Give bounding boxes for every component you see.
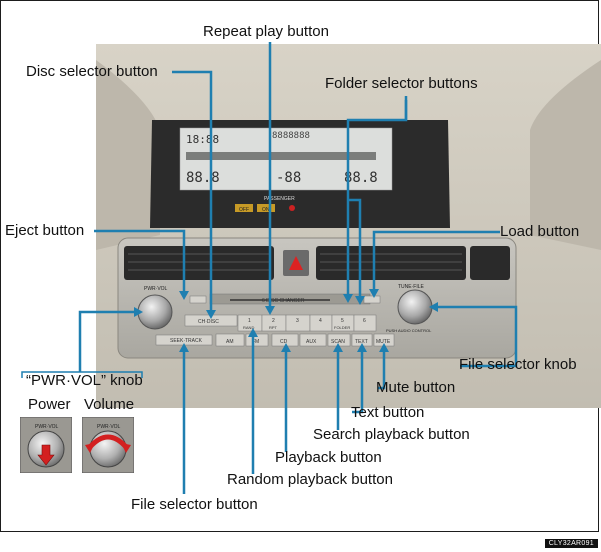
power-inset: PWR·VOL	[20, 417, 72, 473]
mute-leader	[378, 346, 386, 390]
eject-label: Eject button	[5, 222, 85, 239]
file-knob-leader	[432, 305, 518, 368]
random-arrow	[248, 328, 258, 337]
figure-code: CLY32AR091	[544, 539, 598, 548]
aux-label: AUX	[306, 339, 317, 345]
folder-arrow-2	[355, 296, 365, 305]
mute-label: MUTE	[376, 339, 391, 345]
dashboard-trim	[96, 60, 160, 250]
ch-disc-label: CH·DISC	[198, 319, 219, 325]
airbag-on-text: ON	[262, 207, 270, 213]
button-row-2	[155, 333, 395, 347]
vent-slats	[128, 253, 462, 271]
search-arrow	[333, 343, 343, 352]
pwr-vol-arrow	[134, 307, 143, 317]
file-selector-button-label: File selector button	[131, 496, 258, 513]
passenger-label: PASSENGER	[264, 196, 295, 202]
folder-leader-1	[346, 96, 408, 300]
audio-panel-photo: 18:88 8888888 88.8 -88 88.8 PASSENGER OF…	[96, 44, 601, 408]
right-edge-vent	[470, 246, 510, 280]
folder-leader-3	[348, 198, 362, 302]
text-leader	[352, 346, 364, 414]
playback-arrow	[281, 343, 291, 352]
pwr-vol-knob-label: “PWR·VOL” knob	[26, 372, 143, 389]
file-knob-arrow	[429, 302, 438, 312]
repeat-arrow	[265, 306, 275, 315]
text-button-label: Text button	[351, 404, 425, 421]
tune-file-panel-label: TUNE·FILE	[398, 284, 425, 290]
lcd-row	[186, 152, 376, 160]
eject-panel-button	[189, 295, 207, 304]
volume-label: Volume	[84, 396, 135, 413]
rand-label: RAND	[243, 325, 254, 330]
text-label: TEXT	[355, 339, 368, 345]
rpt-label: RPT	[269, 325, 278, 330]
disc-arrow	[206, 310, 216, 319]
disc-leader	[172, 70, 213, 316]
folder-label-left: FOLDER	[334, 325, 350, 330]
preset-3-label: 3	[296, 318, 299, 324]
lcd-segment: 8888888	[272, 131, 310, 141]
changer-label: 6 DISC CHANGER	[262, 298, 305, 304]
preset-1-label: 1	[248, 318, 251, 324]
lcd-temp-mid: -88	[276, 170, 301, 186]
press-arrow	[37, 444, 55, 466]
volume-inset: PWR·VOL	[82, 417, 134, 473]
folder-arrow-1	[343, 294, 353, 303]
folder-selector-label: Folder selector buttons	[325, 75, 478, 92]
push-audio-panel-label: PUSH AUDIO CONTROL	[386, 328, 432, 333]
cd-label: CD	[280, 339, 288, 345]
rotate-arrow-head-right	[121, 443, 131, 453]
airbag-off-text: OFF	[239, 207, 249, 213]
airbag-on-indicator	[257, 204, 275, 212]
pwr-vol-leader	[78, 310, 140, 372]
search-playback-label: Search playback button	[313, 426, 470, 443]
mute-arrow	[379, 343, 389, 352]
volume-inset-knob-text: PWR·VOL	[97, 424, 121, 430]
text-arrow	[357, 343, 367, 352]
repeat-play-label: Repeat play button	[203, 23, 329, 40]
load-label: Load button	[500, 223, 580, 240]
airbag-off-indicator	[235, 204, 253, 212]
preset-6-label: 6	[363, 318, 366, 324]
mute-button-label: Mute button	[376, 379, 456, 396]
seek-track-label: SEEK·TRACK	[170, 338, 203, 344]
pwr-vol-bracket	[21, 371, 143, 378]
power-label: Power	[28, 396, 71, 413]
scan-label: SCAN	[331, 339, 345, 345]
dashboard-trim-right	[530, 60, 601, 250]
am-label: AM	[226, 339, 234, 345]
power-inset-knob-text: PWR·VOL	[35, 424, 59, 430]
pwr-vol-panel-label: PWR·VOL	[144, 286, 168, 292]
playback-label: Playback button	[275, 449, 382, 466]
random-playback-label: Random playback button	[227, 471, 393, 488]
load-panel-button	[363, 295, 381, 304]
file-button-arrow	[179, 343, 189, 352]
preset-4-label: 4	[319, 318, 322, 324]
file-selector-knob-label: File selector knob	[459, 356, 577, 373]
preset-2-label: 2	[272, 318, 275, 324]
eject-arrow	[179, 291, 189, 300]
eject-leader	[94, 229, 186, 297]
lcd-temp-right: 88.8	[344, 170, 378, 186]
button-row-1	[184, 314, 377, 332]
load-leader	[372, 230, 500, 295]
fm-label: FM	[252, 339, 259, 345]
airbag-icon	[289, 205, 295, 211]
hazard-icon	[289, 256, 303, 270]
rotate-arrow-head-left	[85, 443, 95, 453]
preset-5-label: 5	[341, 318, 344, 324]
load-arrow	[369, 289, 379, 298]
disc-selector-label: Disc selector button	[26, 63, 158, 80]
